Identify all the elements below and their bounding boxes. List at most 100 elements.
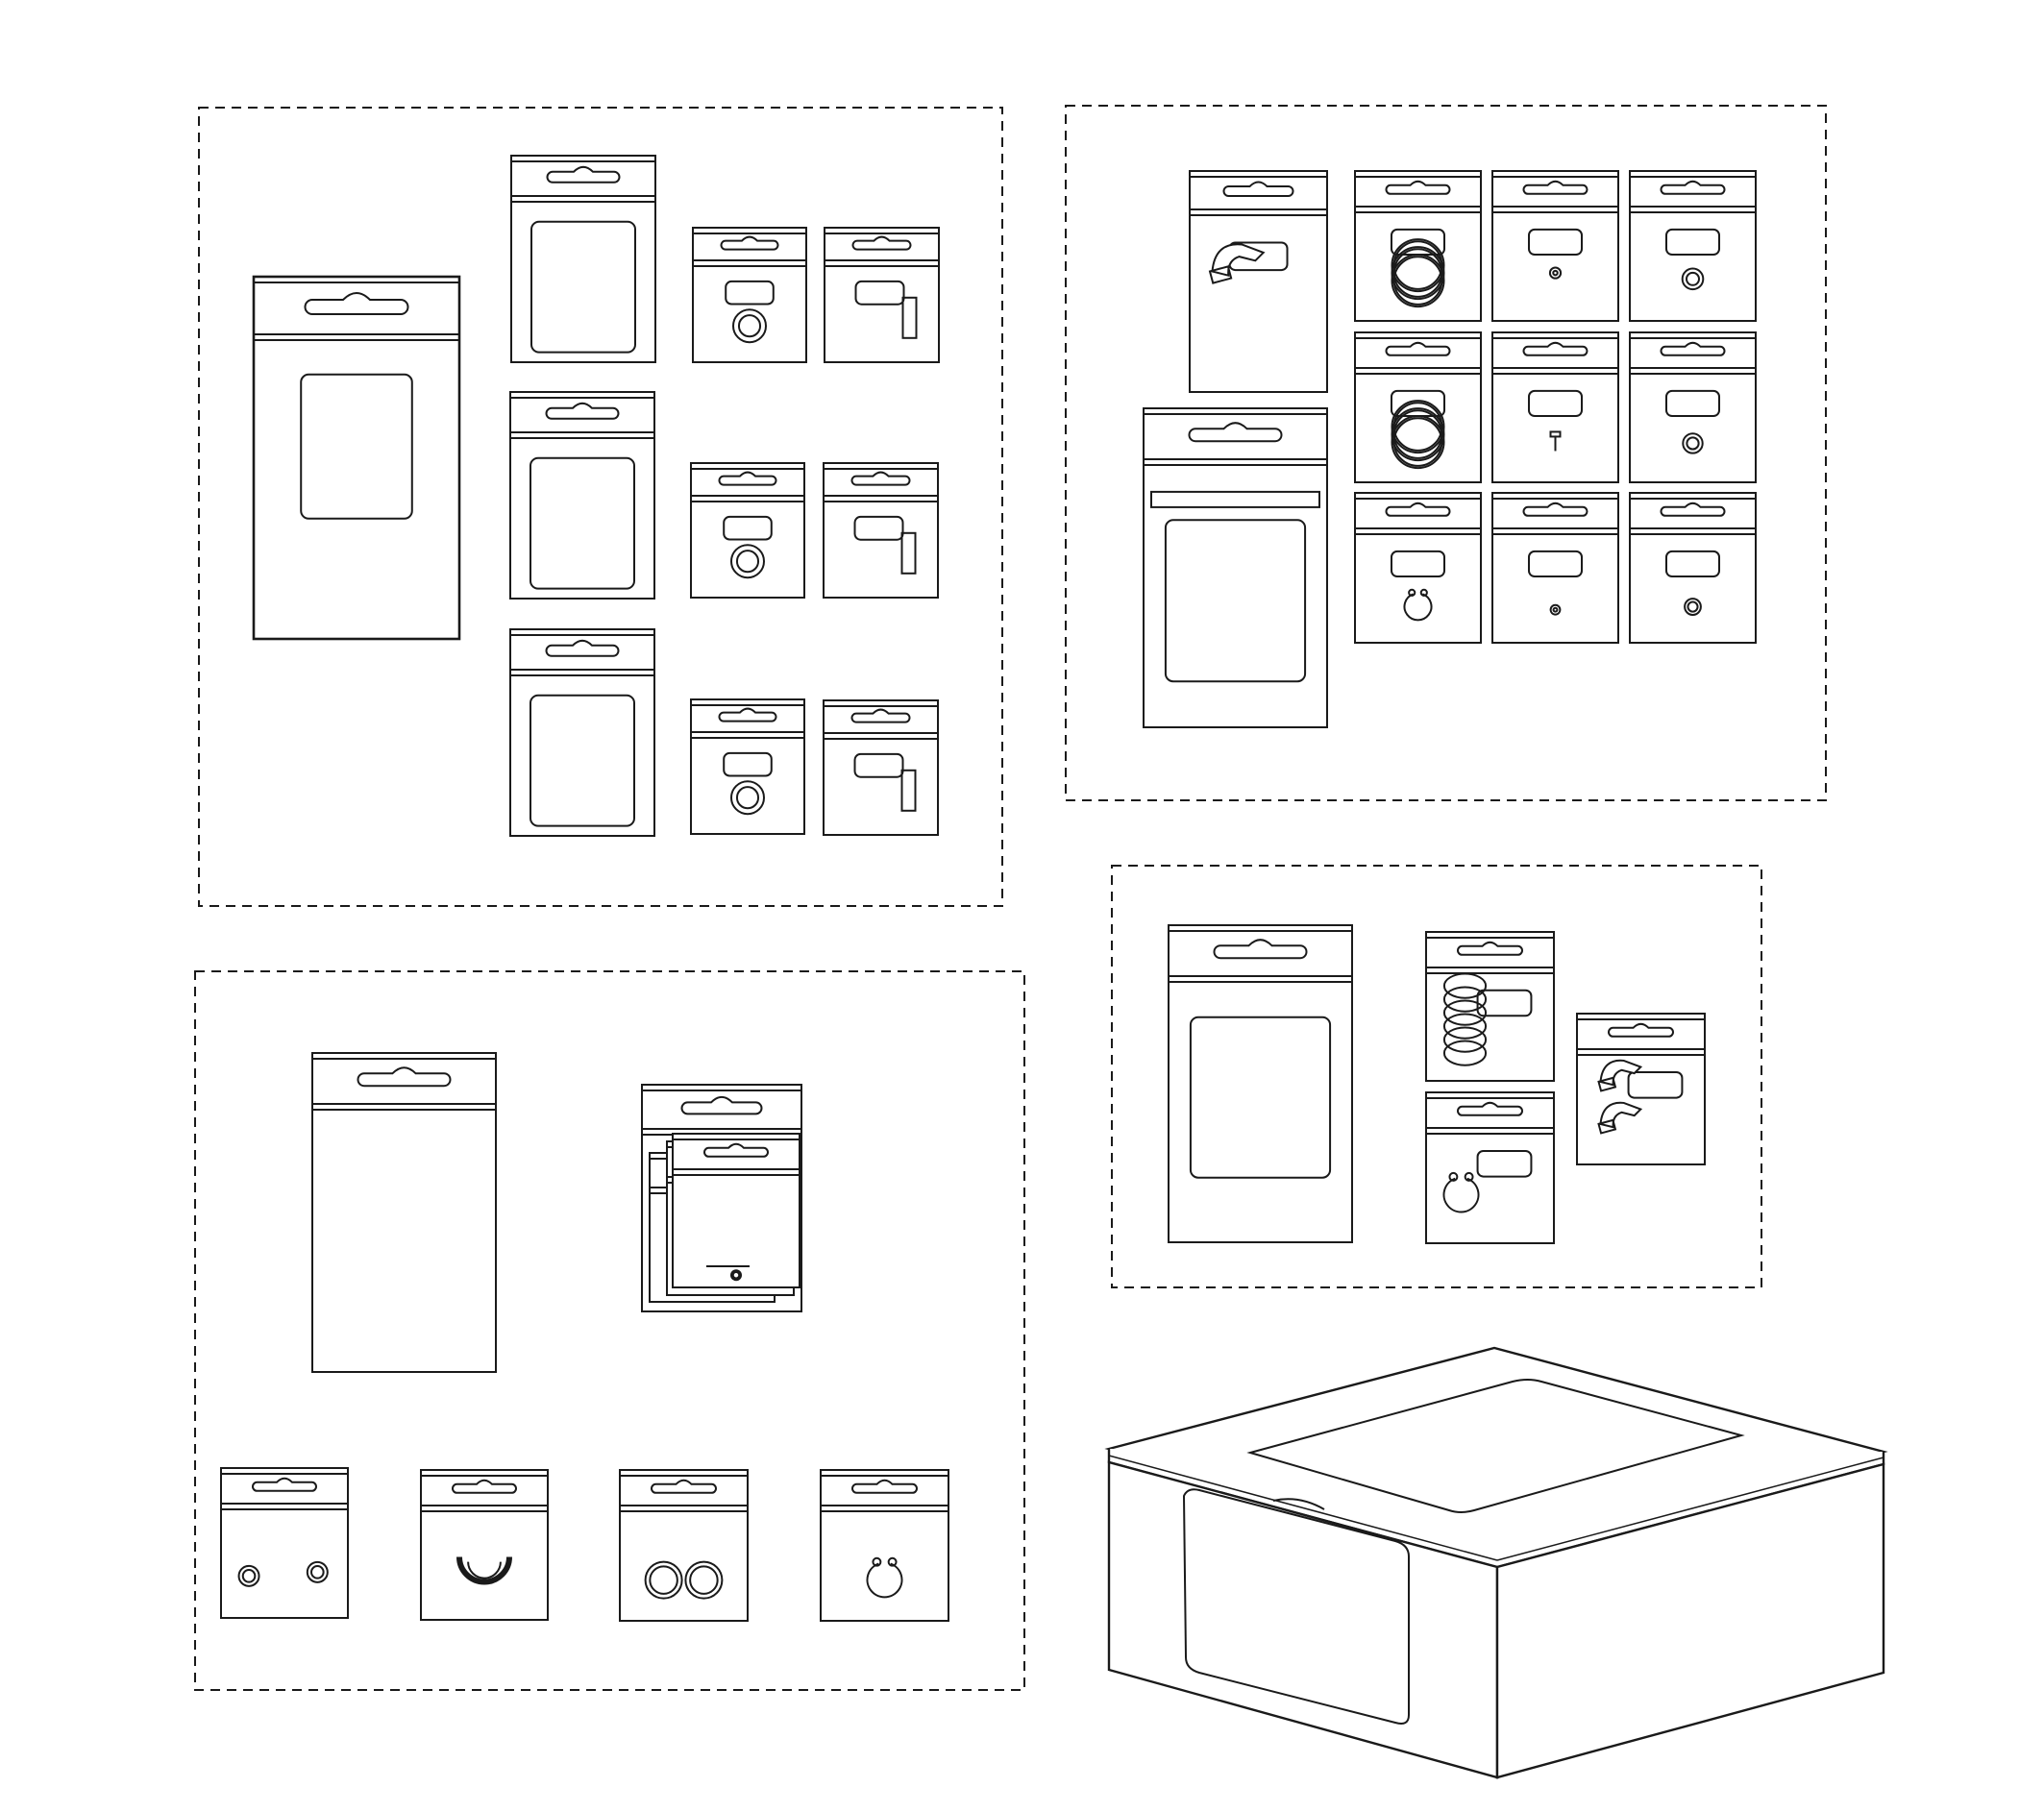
- ring-part: [1552, 606, 1559, 613]
- group-d-border: [1111, 865, 1762, 1288]
- hang-hole: [1213, 939, 1308, 960]
- two-ring-bag: [220, 1467, 349, 1619]
- hang-hole: [1188, 422, 1283, 443]
- hang-hole: [850, 708, 911, 723]
- small-part-bag: [1491, 492, 1619, 644]
- small-part-bag: [1629, 170, 1757, 322]
- bag-outline: [619, 1469, 749, 1622]
- tall-window-bag: [1143, 407, 1328, 728]
- small-part-bag: [1491, 331, 1619, 483]
- ring-part: [310, 1565, 325, 1579]
- clip-part: [1597, 1076, 1617, 1092]
- bag-window: [1164, 519, 1307, 683]
- spring-ring-bag: [1425, 931, 1555, 1082]
- hang-hole: [1385, 341, 1451, 356]
- hang-hole: [357, 1066, 452, 1088]
- hang-hole: [1522, 502, 1588, 517]
- hang-hole: [252, 1477, 317, 1492]
- snap-ring-part: [1403, 593, 1433, 622]
- group-a-border: [198, 107, 1003, 907]
- label-area: [1627, 1071, 1684, 1099]
- small-part-bag: [1491, 170, 1619, 322]
- bar-part: [900, 531, 917, 575]
- hang-hole: [851, 1479, 918, 1494]
- box-front-window: [1182, 1488, 1410, 1725]
- spring-part: [1442, 1013, 1488, 1040]
- group-b-border: [1065, 105, 1827, 801]
- hang-hole: [651, 1479, 717, 1494]
- snap-ring-part: [1419, 588, 1428, 597]
- label-area: [1476, 1150, 1533, 1178]
- shipping-box: [1104, 1346, 1888, 1779]
- ring-part: [1548, 266, 1563, 280]
- snap-ring-part: [1442, 1177, 1480, 1213]
- hang-hole: [1608, 1022, 1674, 1038]
- label-area: [1664, 389, 1721, 418]
- bag-outline: [220, 1467, 349, 1619]
- bag-window: [529, 694, 635, 827]
- hang-hole: [1660, 502, 1726, 517]
- spring-part: [1442, 972, 1488, 999]
- ring-part: [1391, 254, 1445, 308]
- bag-outline: [1189, 170, 1328, 393]
- label-area: [723, 751, 773, 777]
- label-area: [854, 280, 905, 306]
- large-window-bag: [252, 275, 461, 641]
- hang-hole: [1385, 502, 1451, 517]
- bag-window: [530, 220, 636, 354]
- hang-hole: [720, 235, 779, 251]
- snap-ring-bag: [1425, 1091, 1555, 1244]
- stacked-bag-front: [672, 1133, 800, 1288]
- clip-bag: [1189, 170, 1328, 393]
- hang-hole: [1222, 181, 1294, 197]
- snap-ring-part: [872, 1556, 882, 1567]
- spring-part: [1442, 999, 1488, 1026]
- label-area: [725, 280, 775, 306]
- ring-part: [1552, 269, 1559, 277]
- label-area: [723, 515, 773, 541]
- hang-hole: [1660, 341, 1726, 356]
- small-ring-bag: [690, 462, 805, 599]
- label-area: [1527, 389, 1584, 418]
- ring-part: [1681, 267, 1705, 291]
- window-bag: [509, 391, 655, 600]
- snap-ring-part: [866, 1562, 903, 1599]
- ring-part: [684, 1560, 724, 1600]
- small-part-bag: [1354, 331, 1482, 483]
- bag-outline: [510, 155, 656, 363]
- hang-hole: [452, 1479, 517, 1494]
- bag-outline: [509, 391, 655, 600]
- window-bag: [510, 155, 656, 363]
- hang-hole: [1457, 1101, 1523, 1116]
- hang-hole: [703, 1142, 769, 1158]
- snap-ring-part: [1408, 588, 1416, 597]
- window-bag: [1168, 924, 1353, 1243]
- ring-part: [649, 1565, 678, 1595]
- ring-part: [1686, 271, 1700, 286]
- ring-part: [1391, 415, 1445, 470]
- hang-hole: [718, 707, 777, 722]
- label-area: [853, 515, 904, 541]
- snap-ring-part: [1464, 1171, 1474, 1182]
- c-clip-part: [456, 1556, 512, 1585]
- small-part-bag: [1354, 492, 1482, 644]
- group-c-border: [194, 970, 1025, 1691]
- hang-hole: [851, 235, 912, 251]
- hang-hole: [1522, 180, 1588, 195]
- hang-hole: [545, 639, 620, 657]
- hang-hole: [850, 471, 911, 486]
- bar-part: [900, 769, 917, 812]
- snap-ring-bag: [820, 1469, 949, 1622]
- c-clip-part: [467, 1561, 502, 1579]
- spring-part: [1442, 986, 1488, 1013]
- bag-outline: [420, 1469, 549, 1621]
- small-bar-bag: [824, 227, 940, 363]
- c-clip-bag: [420, 1469, 549, 1621]
- label-strip: [1150, 490, 1320, 508]
- ring-part: [730, 544, 765, 579]
- ring-part: [730, 1269, 742, 1282]
- ring-part: [644, 1560, 683, 1600]
- box-top-window: [1246, 1379, 1745, 1513]
